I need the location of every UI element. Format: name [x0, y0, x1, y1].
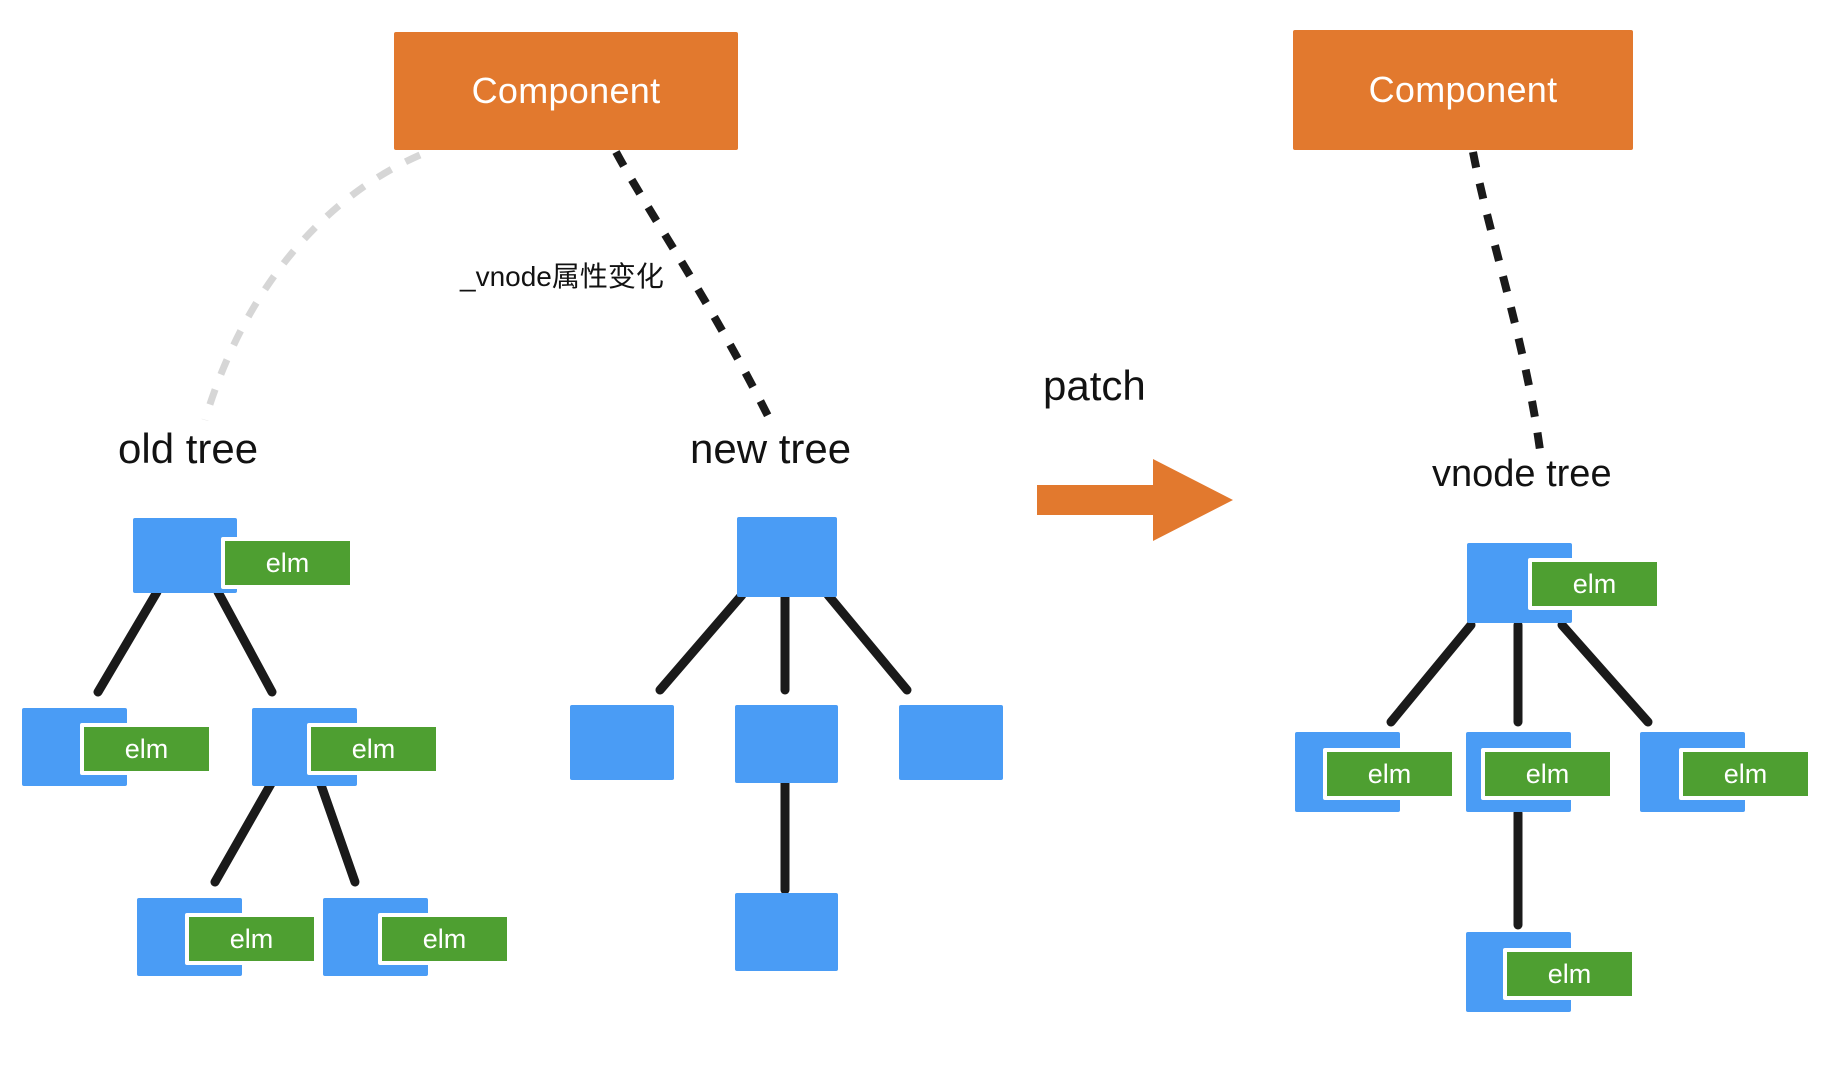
vnode-edge-root-c3	[1557, 620, 1653, 727]
old-tree-elm-g2-label: elm	[422, 923, 467, 954]
patch-label: patch	[1043, 362, 1146, 409]
component-box-left[interactable]: Component	[394, 32, 738, 150]
old-tree-elm-g1-label: elm	[229, 923, 274, 954]
old-tree-elm-g2[interactable]: elm	[378, 913, 511, 965]
old-tree-elm-root[interactable]: elm	[221, 537, 354, 589]
vnode-tree-elm-c1-label: elm	[1367, 758, 1412, 789]
vnode-tree-elm-c3-label: elm	[1723, 758, 1768, 789]
new-edge-root-c1	[655, 590, 747, 695]
component-box-left-label: Component	[471, 70, 661, 111]
vnode-tree-elm-c3[interactable]: elm	[1679, 748, 1812, 800]
old-tree-node-root[interactable]	[133, 518, 237, 593]
vnode-tree-caption: vnode tree	[1432, 453, 1612, 495]
vnode-tree-elm-c2-label: elm	[1525, 758, 1570, 789]
new-tree-node-c2[interactable]	[735, 705, 838, 783]
old-tree-elm-root-label: elm	[265, 547, 310, 578]
new-tree-node-root[interactable]	[737, 517, 837, 597]
old-edge-c2-g2	[315, 777, 360, 887]
old-edge-c2-g1	[210, 777, 277, 887]
vnode-tree-elm-root[interactable]: elm	[1528, 558, 1661, 610]
vnode-tree-elm-g1-label: elm	[1547, 958, 1592, 989]
vnode-tree-elm-c1[interactable]: elm	[1323, 748, 1456, 800]
vnode-change-annotation: _vnode属性变化	[460, 261, 664, 292]
component-to-old-tree-connector	[201, 151, 422, 422]
old-edge-root-c2	[213, 587, 277, 697]
component-to-vnode-tree-connector	[1469, 151, 1544, 451]
new-edge-root-c3	[823, 590, 912, 695]
vnode-tree-elm-root-label: elm	[1572, 568, 1617, 599]
component-box-right-label: Component	[1368, 69, 1558, 110]
old-edge-root-c1	[93, 587, 162, 697]
vnode-tree-elm-g1[interactable]: elm	[1503, 948, 1636, 1000]
old-tree-elm-c1[interactable]: elm	[80, 723, 213, 775]
component-box-right[interactable]: Component	[1293, 30, 1633, 150]
vnode-tree-elm-c2[interactable]: elm	[1481, 748, 1614, 800]
old-tree-caption: old tree	[118, 425, 259, 472]
old-tree-elm-c2-label: elm	[351, 733, 396, 764]
old-tree-elm-c2[interactable]: elm	[307, 723, 440, 775]
new-tree-node-g1[interactable]	[735, 893, 838, 971]
old-tree-elm-g1[interactable]: elm	[185, 913, 318, 965]
new-tree-caption: new tree	[690, 425, 852, 472]
patch-arrow-icon	[1037, 459, 1233, 541]
new-tree-node-c3[interactable]	[899, 705, 1003, 780]
new-tree-node-c1[interactable]	[570, 705, 674, 780]
old-tree-elm-c1-label: elm	[124, 733, 169, 764]
vnode-edge-root-c1	[1386, 620, 1476, 727]
